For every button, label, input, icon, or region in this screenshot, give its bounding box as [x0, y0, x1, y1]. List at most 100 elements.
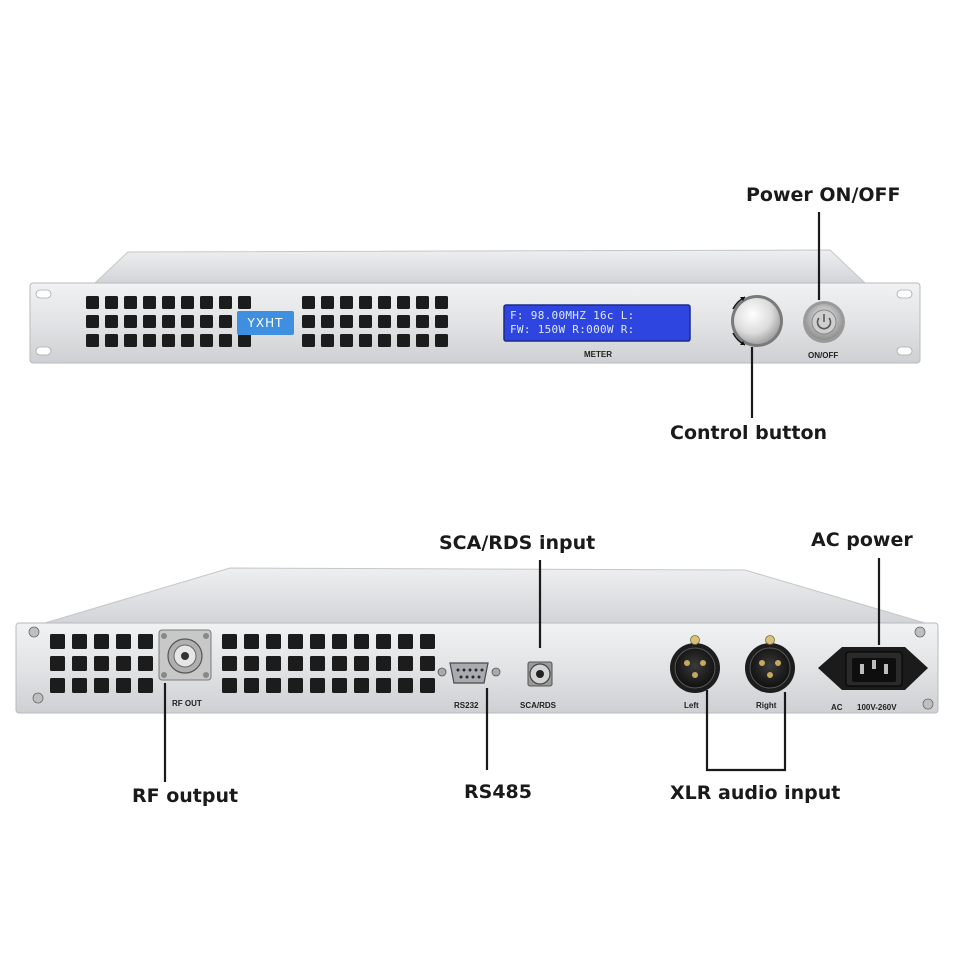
vent-slot [181, 315, 194, 328]
callout-rf-output: RF output [132, 785, 239, 807]
vent-slot [244, 634, 259, 649]
vent-slot [435, 296, 448, 309]
rf-out-label: RF OUT [172, 699, 202, 708]
sca-rds-label: SCA/RDS [520, 701, 557, 710]
vent-slot [86, 315, 99, 328]
vent-slot [398, 656, 413, 671]
vent-slot [222, 634, 237, 649]
vent-slot [378, 315, 391, 328]
vent-slot [359, 334, 372, 347]
vent-slot [288, 656, 303, 671]
vent-slot [244, 656, 259, 671]
vent-slot [266, 634, 281, 649]
vent-slot [302, 315, 315, 328]
vent-slot [105, 315, 118, 328]
vent-slot [105, 296, 118, 309]
vent-slot [359, 315, 372, 328]
rf-out-connector [158, 629, 212, 681]
vent-slot [266, 656, 281, 671]
vent-slot [321, 315, 334, 328]
vent-slot [219, 334, 232, 347]
sca-rds-bnc [527, 661, 553, 687]
xlr-left-connector [670, 635, 720, 693]
callout-power: Power ON/OFF [746, 184, 901, 206]
vent-slot [50, 678, 65, 693]
vent-slot [222, 656, 237, 671]
vent-slot [376, 634, 391, 649]
voltage-label: 100V-260V [857, 703, 897, 712]
control-knob[interactable] [731, 295, 783, 347]
power-switch-label: ON/OFF [808, 351, 839, 360]
vent-slot [397, 334, 410, 347]
vent-slot [116, 678, 131, 693]
vent-slot [94, 634, 109, 649]
vent-slot [143, 315, 156, 328]
vent-slot [397, 296, 410, 309]
vent-slot [340, 334, 353, 347]
vent-slot [354, 634, 369, 649]
vent-slot [105, 334, 118, 347]
vent-slot [359, 296, 372, 309]
callout-lines [163, 212, 881, 782]
ac-inlet [818, 647, 928, 690]
vent-slot [143, 296, 156, 309]
rs232-label: RS232 [454, 701, 479, 710]
vent-slot [219, 296, 232, 309]
vent-slot [72, 678, 87, 693]
vent-slot [376, 656, 391, 671]
vent-slot [124, 296, 137, 309]
vent-slot [94, 656, 109, 671]
vent-slot [416, 315, 429, 328]
vent-slot [332, 656, 347, 671]
vent-slot [72, 634, 87, 649]
vent-slot [397, 315, 410, 328]
power-button[interactable] [803, 301, 845, 343]
vent-slot [435, 315, 448, 328]
vent-slot [340, 296, 353, 309]
rs232-port [437, 662, 501, 684]
vent-slot [398, 678, 413, 693]
brand-badge [237, 311, 294, 335]
vent-slot [143, 334, 156, 347]
xlr-right-label: Right [756, 701, 777, 710]
front-vent-left [86, 296, 251, 347]
power-icon [816, 317, 832, 330]
callout-sca-rds: SCA/RDS input [439, 532, 596, 554]
vent-slot [288, 634, 303, 649]
vent-slot [266, 678, 281, 693]
rear-vent-left [50, 634, 153, 693]
vent-slot [138, 678, 153, 693]
vent-slot [124, 315, 137, 328]
vent-slot [302, 296, 315, 309]
ac-label: AC [831, 703, 843, 712]
vent-slot [420, 634, 435, 649]
vent-slot [50, 656, 65, 671]
front-unit [29, 249, 921, 364]
vent-slot [162, 315, 175, 328]
vent-slot [116, 656, 131, 671]
callout-rs485: RS485 [464, 781, 532, 803]
vent-slot [332, 678, 347, 693]
vent-slot [162, 296, 175, 309]
vent-slot [138, 634, 153, 649]
vent-slot [200, 296, 213, 309]
vent-slot [94, 678, 109, 693]
callout-ac-power: AC power [811, 529, 913, 551]
vent-slot [321, 296, 334, 309]
vent-slot [354, 656, 369, 671]
vent-slot [222, 678, 237, 693]
vent-slot [416, 296, 429, 309]
display-line-1: F: 98.00MHZ 16c L: [510, 309, 635, 322]
vent-slot [302, 334, 315, 347]
vent-slot [340, 315, 353, 328]
vent-slot [181, 334, 194, 347]
vent-slot [376, 678, 391, 693]
lcd-display [503, 304, 691, 342]
vent-slot [138, 656, 153, 671]
vent-slot [72, 656, 87, 671]
vent-slot [378, 296, 391, 309]
callout-control-button: Control button [670, 422, 828, 444]
vent-slot [50, 634, 65, 649]
vent-slot [435, 334, 448, 347]
